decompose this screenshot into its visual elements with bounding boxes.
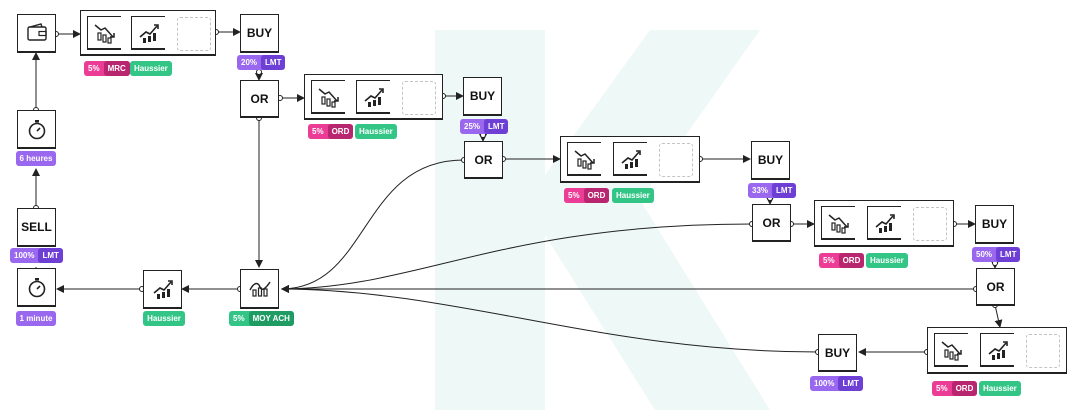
buy-node-5[interactable]: BUY bbox=[818, 334, 857, 372]
group-4-pct: 5% bbox=[823, 256, 835, 265]
or-node-4[interactable]: OR bbox=[976, 268, 1015, 306]
candles-up-icon bbox=[987, 340, 1008, 360]
empty-slot[interactable] bbox=[1026, 334, 1060, 368]
downtrend-cell[interactable] bbox=[311, 80, 345, 114]
group-1-trend: Haussier bbox=[130, 61, 172, 76]
empty-slot[interactable] bbox=[402, 81, 436, 115]
bull-signal-node[interactable] bbox=[143, 270, 182, 309]
timer-6h-caption: 6 heures bbox=[16, 151, 56, 166]
candles-down-icon bbox=[941, 340, 962, 361]
buy-1-order-badge: 20% LMT bbox=[237, 55, 286, 70]
stopwatch-icon bbox=[28, 120, 45, 140]
candles-down-icon bbox=[94, 23, 115, 44]
uptrend-cell[interactable] bbox=[356, 80, 390, 114]
buy-4-type: LMT bbox=[996, 247, 1021, 262]
group-3-pct: 5% bbox=[568, 191, 580, 200]
average-type: MOY ACH bbox=[248, 311, 294, 326]
buy-node-3[interactable]: BUY bbox=[751, 141, 790, 180]
uptrend-cell[interactable] bbox=[980, 333, 1014, 367]
condition-group-1[interactable] bbox=[80, 10, 216, 56]
stopwatch-icon bbox=[28, 278, 45, 298]
candles-up-icon bbox=[874, 213, 895, 233]
condition-group-4[interactable] bbox=[814, 200, 954, 247]
buy-3-type: LMT bbox=[772, 183, 797, 198]
uptrend-cell[interactable] bbox=[867, 206, 901, 240]
average-badge: 5% MOY ACH bbox=[229, 311, 294, 326]
buy-node-2[interactable]: BUY bbox=[463, 77, 502, 116]
group-1-pct: 5% bbox=[88, 64, 100, 73]
or-node-3[interactable]: OR bbox=[752, 204, 791, 242]
buy-node-4[interactable]: BUY bbox=[975, 205, 1014, 244]
buy-5-order-badge: 100% LMT bbox=[810, 376, 863, 391]
buy-2-pct: 25% bbox=[464, 122, 481, 131]
buy-4-pct: 50% bbox=[976, 250, 993, 259]
timer-1m-caption: 1 minute bbox=[16, 311, 56, 326]
bull-signal-caption: Haussier bbox=[143, 311, 185, 326]
group-3-trend: Haussier bbox=[612, 188, 654, 203]
sell-node[interactable]: SELL bbox=[17, 208, 56, 247]
candles-down-icon bbox=[828, 213, 849, 234]
candles-up-icon bbox=[620, 149, 641, 169]
group-1-type: MRC bbox=[103, 61, 130, 76]
sell-order-badge: 100% LMT bbox=[10, 248, 63, 263]
condition-group-5[interactable] bbox=[927, 327, 1067, 374]
buy-5-type: LMT bbox=[838, 376, 863, 391]
group-5-order-badge: 5% ORD bbox=[932, 381, 978, 396]
timer-1m-node[interactable] bbox=[17, 268, 56, 307]
group-5-trend: Haussier bbox=[979, 381, 1021, 396]
group-5-type: ORD bbox=[951, 381, 978, 396]
buy-2-type: LMT bbox=[484, 119, 509, 134]
downtrend-cell[interactable] bbox=[821, 206, 855, 240]
uptrend-cell[interactable] bbox=[613, 142, 647, 176]
candles-average-icon bbox=[248, 281, 271, 297]
buy-1-type: LMT bbox=[261, 55, 286, 70]
buy-1-pct: 20% bbox=[241, 58, 258, 67]
buy-5-pct: 100% bbox=[814, 379, 835, 388]
average-node[interactable] bbox=[240, 269, 279, 309]
wallet-node[interactable] bbox=[17, 14, 56, 53]
group-4-type: ORD bbox=[838, 253, 865, 268]
or-node-1[interactable]: OR bbox=[240, 80, 279, 118]
sell-type: LMT bbox=[38, 248, 63, 263]
group-2-pct: 5% bbox=[312, 127, 324, 136]
buy-2-order-badge: 25% LMT bbox=[460, 119, 509, 134]
group-2-order-badge: 5% ORD bbox=[308, 124, 354, 139]
empty-slot[interactable] bbox=[913, 207, 947, 241]
candles-up-icon bbox=[138, 23, 159, 43]
buy-3-order-badge: 33% LMT bbox=[748, 183, 797, 198]
group-1-order-badge: 5% MRC bbox=[84, 61, 130, 76]
timer-6h-node[interactable] bbox=[17, 110, 56, 149]
downtrend-cell[interactable] bbox=[567, 142, 601, 176]
candles-up-icon bbox=[152, 280, 173, 299]
group-3-order-badge: 5% ORD bbox=[564, 188, 610, 203]
group-3-type: ORD bbox=[583, 188, 610, 203]
condition-group-3[interactable] bbox=[560, 136, 700, 183]
condition-group-2[interactable] bbox=[304, 74, 443, 120]
sell-pct: 100% bbox=[14, 251, 35, 260]
average-pct: 5% bbox=[233, 314, 245, 323]
buy-4-order-badge: 50% LMT bbox=[972, 247, 1021, 262]
group-5-pct: 5% bbox=[936, 384, 948, 393]
or-node-2[interactable]: OR bbox=[464, 141, 503, 179]
candles-up-icon bbox=[363, 87, 384, 107]
buy-node-1[interactable]: BUY bbox=[240, 14, 279, 53]
candles-down-icon bbox=[574, 149, 595, 170]
group-2-type: ORD bbox=[327, 124, 354, 139]
empty-slot[interactable] bbox=[659, 143, 693, 177]
empty-slot[interactable] bbox=[177, 17, 211, 51]
downtrend-cell[interactable] bbox=[87, 16, 121, 50]
buy-3-pct: 33% bbox=[752, 186, 769, 195]
group-2-trend: Haussier bbox=[355, 124, 397, 139]
group-4-trend: Haussier bbox=[866, 253, 908, 268]
downtrend-cell[interactable] bbox=[934, 333, 968, 367]
candles-down-icon bbox=[318, 87, 339, 108]
wallet-icon bbox=[26, 23, 47, 41]
uptrend-cell[interactable] bbox=[131, 16, 165, 50]
group-4-order-badge: 5% ORD bbox=[819, 253, 865, 268]
